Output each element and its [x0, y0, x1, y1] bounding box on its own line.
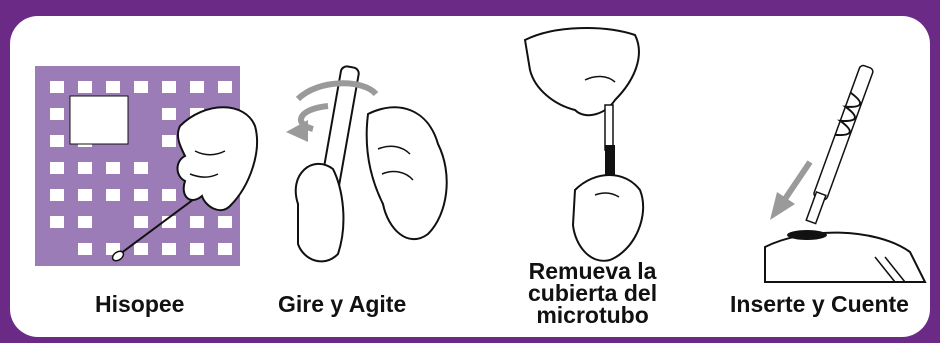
swab-area-illustration	[30, 56, 260, 296]
step-label-uncap-line-1: Remueva la	[528, 260, 657, 282]
step-label-swab: Hisopee	[95, 293, 184, 315]
step-label-uncap-line-3: microtubo	[528, 304, 657, 326]
step-label-uncap-line-2: cubierta del	[528, 282, 657, 304]
hand-twist-icon	[296, 164, 344, 262]
twist-illustration	[278, 54, 468, 284]
instruction-panel: Hisopee Gire y Agite	[10, 16, 930, 337]
hand-swab-icon	[178, 107, 258, 210]
uncap-illustration	[515, 20, 695, 260]
step-label-twist: Gire y Agite	[278, 293, 406, 315]
hand-uncap-icon	[525, 28, 639, 115]
insert-illustration	[755, 52, 925, 282]
step-label-insert: Inserte y Cuente	[730, 293, 909, 315]
step-label-uncap: Remueva la cubierta del microtubo	[528, 260, 657, 326]
swab-insert-icon	[765, 233, 925, 282]
